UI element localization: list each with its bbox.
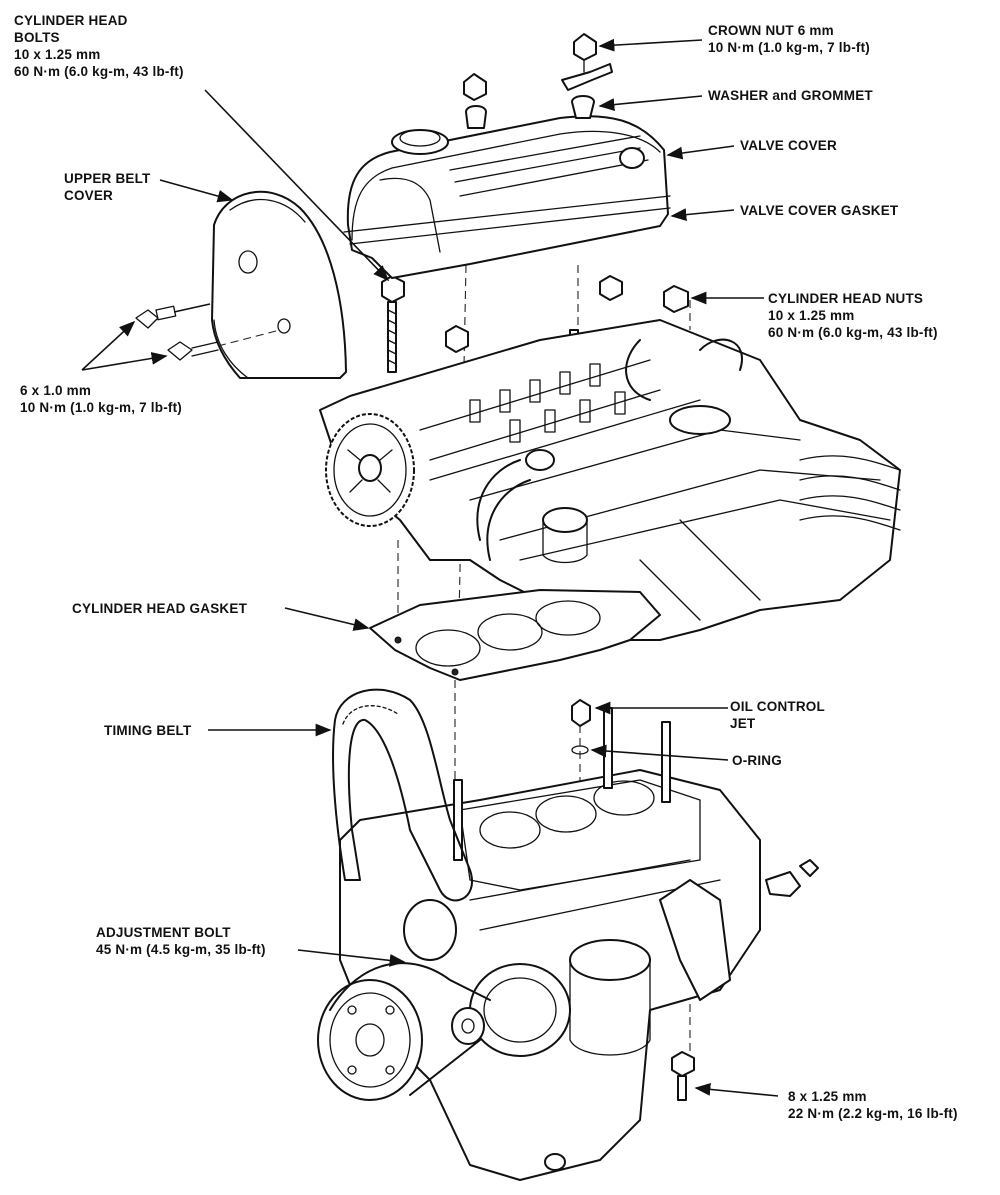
label-cylinder-head-nuts-line1: CYLINDER HEAD NUTS [768,291,924,306]
label-crown-nut: CROWN NUT 6 mm 10 N·m (1.0 kg-m, 7 lb-ft… [708,22,870,56]
cylinder-head [319,319,901,641]
label-oil-control-jet-line1: OIL CONTROL [730,699,825,714]
label-cylinder-head-nuts-torque: 60 N·m (6.0 kg-m, 43 lb-ft) [768,325,938,340]
label-belt-cover-bolts-size: 6 x 1.0 mm [20,383,92,398]
leader-lines [81,38,779,1097]
label-valve-cover-line1: VALVE COVER [740,138,837,153]
label-washer-grommet-line1: WASHER and GROMMET [708,88,873,103]
label-cylinder-head-gasket-line1: CYLINDER HEAD GASKET [72,601,248,616]
label-bracket-bolt: 8 x 1.25 mm 22 N·m (2.2 kg-m, 16 lb-ft) [788,1088,958,1122]
label-o-ring: O-RING [732,752,782,769]
label-valve-cover-gasket-line1: VALVE COVER GASKET [740,203,899,218]
valve-cover-hardware [463,33,613,129]
label-cylinder-head-bolts: CYLINDER HEAD BOLTS 10 x 1.25 mm 60 N·m … [14,12,184,80]
valve-cover [343,115,671,279]
label-cylinder-head-nuts: CYLINDER HEAD NUTS 10 x 1.25 mm 60 N·m (… [768,290,938,341]
belt-cover-bolts [135,303,281,361]
cam-sprocket [325,413,415,527]
label-o-ring-line1: O-RING [732,753,782,768]
timing-belt [332,688,473,902]
valve-springs [469,363,626,443]
engine-block [317,707,761,1181]
label-cylinder-head-bolts-line1: CYLINDER HEAD [14,13,128,28]
upper-belt-cover [211,190,347,379]
label-belt-cover-bolts-torque: 10 N·m (1.0 kg-m, 7 lb-ft) [20,400,182,415]
label-cylinder-head-gasket: CYLINDER HEAD GASKET [72,600,247,617]
label-crown-nut-line1: CROWN NUT 6 mm [708,23,834,38]
label-adjustment-bolt-torque: 45 N·m (4.5 kg-m, 35 lb-ft) [96,942,266,957]
label-upper-belt-cover: UPPER BELT COVER [64,170,151,204]
label-cylinder-head-nuts-size: 10 x 1.25 mm [768,308,855,323]
label-adjustment-bolt: ADJUSTMENT BOLT 45 N·m (4.5 kg-m, 35 lb-… [96,924,266,958]
cylinder-head-bolt [381,275,405,373]
label-cylinder-head-bolts-size: 10 x 1.25 mm [14,47,101,62]
label-timing-belt-line1: TIMING BELT [104,723,192,738]
label-oil-control-jet-line2: JET [730,716,756,731]
label-belt-cover-bolts: 6 x 1.0 mm 10 N·m (1.0 kg-m, 7 lb-ft) [20,382,182,416]
cylinder-head-gasket [369,589,661,681]
label-cylinder-head-bolts-line2: BOLTS [14,30,60,45]
label-oil-control-jet: OIL CONTROL JET [730,698,825,732]
bracket-parts [671,859,819,1101]
label-cylinder-head-bolts-torque: 60 N·m (6.0 kg-m, 43 lb-ft) [14,64,184,79]
label-valve-cover-gasket: VALVE COVER GASKET [740,202,898,219]
oil-control-jet [571,699,591,755]
label-valve-cover: VALVE COVER [740,137,837,154]
label-upper-belt-cover-line1: UPPER BELT [64,171,151,186]
label-bracket-bolt-torque: 22 N·m (2.2 kg-m, 16 lb-ft) [788,1106,958,1121]
label-timing-belt: TIMING BELT [104,722,191,739]
label-crown-nut-torque: 10 N·m (1.0 kg-m, 7 lb-ft) [708,40,870,55]
label-washer-grommet: WASHER and GROMMET [708,87,873,104]
label-adjustment-bolt-line1: ADJUSTMENT BOLT [96,925,231,940]
label-bracket-bolt-size: 8 x 1.25 mm [788,1089,867,1104]
label-upper-belt-cover-line2: COVER [64,188,114,203]
